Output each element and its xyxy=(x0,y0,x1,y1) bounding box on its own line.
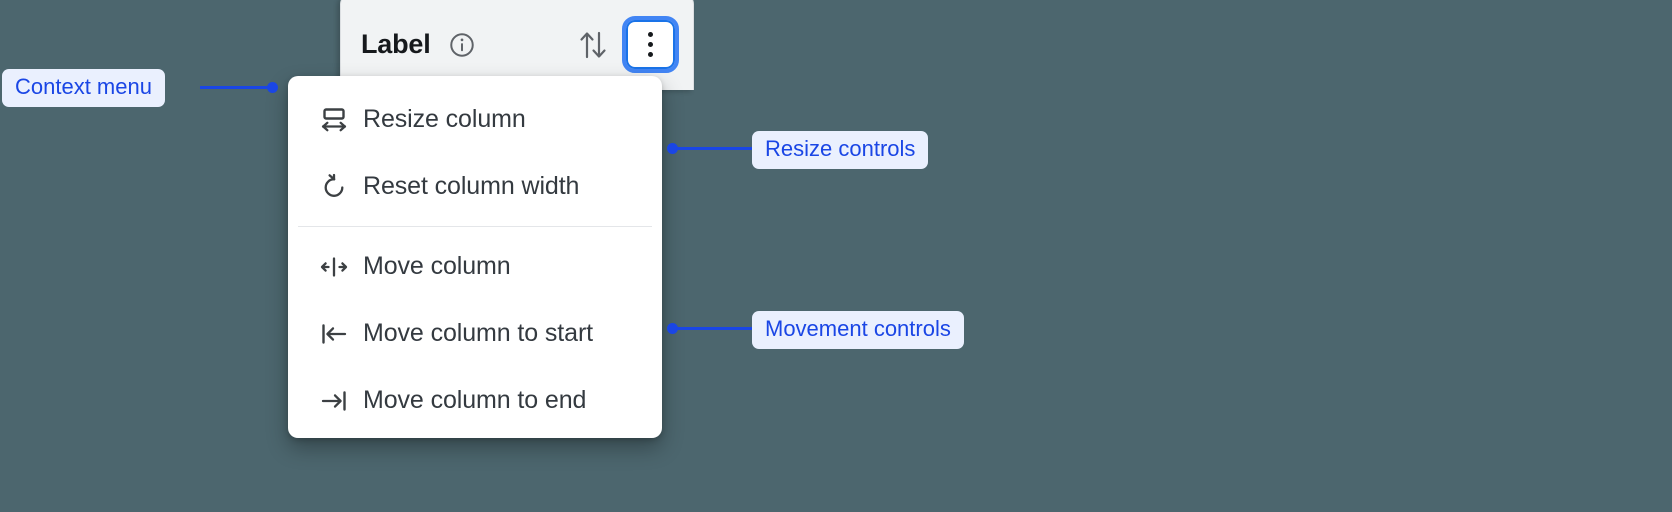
annotation-label-resize-controls: Resize controls xyxy=(752,131,929,169)
annotation-dot-context-menu xyxy=(267,82,278,93)
more-vertical-icon xyxy=(648,32,653,37)
annotation-connector-context-menu xyxy=(200,86,274,89)
menu-item-move-column-to-end[interactable]: Move column to end xyxy=(288,367,662,434)
menu-item-label: Move column to end xyxy=(363,386,587,414)
column-header-panel: Label xyxy=(340,0,694,90)
resize-column-icon xyxy=(317,105,351,135)
info-circle-icon[interactable] xyxy=(448,27,476,59)
menu-item-label: Reset column width xyxy=(363,172,580,200)
menu-item-label: Move column xyxy=(363,252,511,280)
annotation-dot-movement-controls xyxy=(667,323,678,334)
menu-item-move-column-to-start[interactable]: Move column to start xyxy=(288,300,662,367)
move-to-start-icon xyxy=(317,319,351,349)
more-vertical-icon-dot xyxy=(648,52,653,57)
column-menu-button[interactable] xyxy=(622,16,679,73)
column-context-menu: Resize column Reset column width Move co… xyxy=(288,76,662,438)
menu-divider xyxy=(298,226,652,227)
reset-width-icon xyxy=(317,172,351,202)
annotation-label-movement-controls: Movement controls xyxy=(752,311,964,349)
page-title: Label xyxy=(361,29,431,59)
more-vertical-icon-dot xyxy=(648,42,653,47)
menu-item-label: Move column to start xyxy=(363,319,594,347)
annotation-connector-movement-controls xyxy=(672,327,756,330)
menu-item-reset-column-width[interactable]: Reset column width xyxy=(288,153,662,220)
annotation-connector-resize-controls xyxy=(672,147,756,150)
move-column-icon xyxy=(317,252,351,282)
move-to-end-icon xyxy=(317,386,351,416)
annotation-label-context-menu: Context menu xyxy=(2,69,165,107)
menu-item-move-column[interactable]: Move column xyxy=(288,233,662,300)
sort-arrows-icon[interactable] xyxy=(576,23,610,63)
menu-item-label: Resize column xyxy=(363,105,526,133)
menu-item-resize-column[interactable]: Resize column xyxy=(288,86,662,153)
annotation-dot-resize-controls xyxy=(667,143,678,154)
